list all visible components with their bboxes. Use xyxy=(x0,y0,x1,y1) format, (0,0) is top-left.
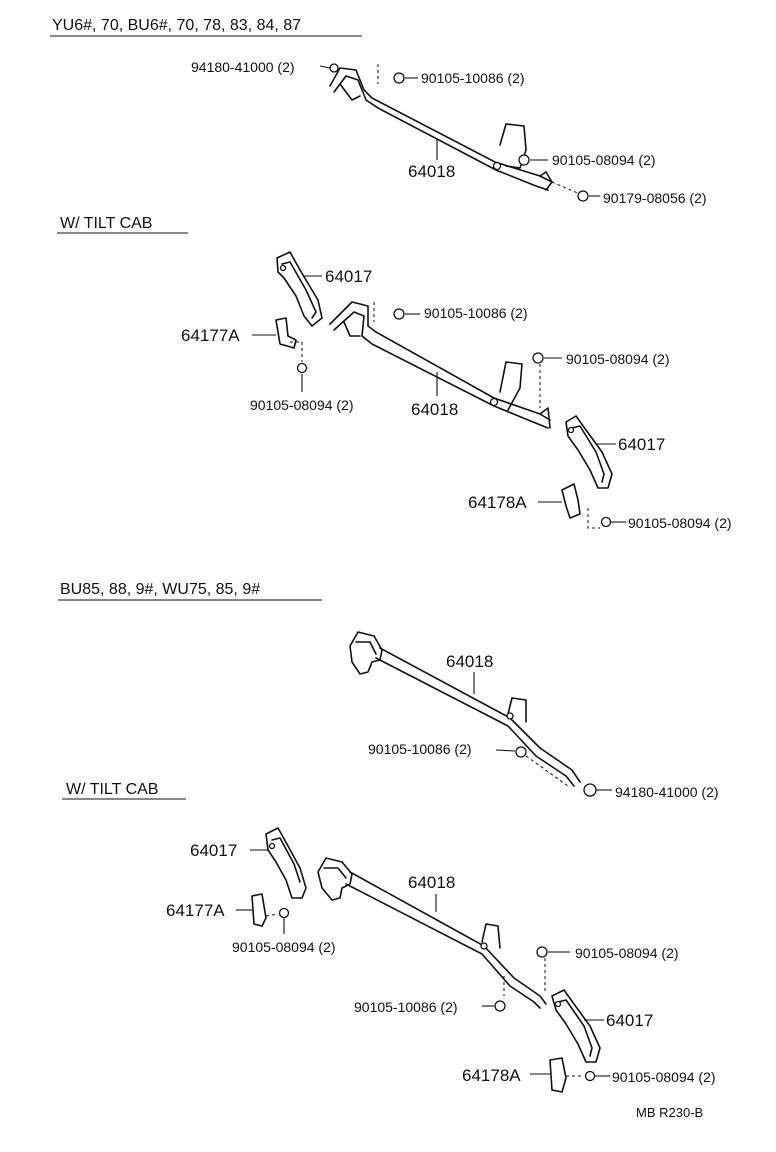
section-3-bolt-b-icon xyxy=(515,746,527,758)
section-3: BU85, 88, 9#, WU75, 85, 9# 64018 90105-1… xyxy=(58,581,719,800)
section-1-rod-label: 64018 xyxy=(408,162,455,181)
section-2-bolt-f-icon xyxy=(600,516,612,528)
section-4-plate-a-label: 64177A xyxy=(166,901,225,920)
section-2-rod-64018 xyxy=(329,301,551,429)
section-3-title: BU85, 88, 9#, WU75, 85, 9# xyxy=(60,581,260,598)
section-3-rod-64018 xyxy=(349,631,581,787)
section-4-bracket-upper-64017 xyxy=(265,827,307,899)
section-2-bolt-b-icon xyxy=(393,308,405,320)
section-2-rod-label: 64018 xyxy=(411,400,458,419)
section-4-title: W/ TILT CAB xyxy=(66,781,158,798)
section-4-bolt-c-icon xyxy=(278,907,290,919)
section-1-bolt-b-label: 90105-10086 (2) xyxy=(421,70,525,86)
section-2-bolt-e-icon xyxy=(532,352,544,364)
section-1-bolt-a-leader xyxy=(319,65,331,69)
section-1-bolt-b-icon xyxy=(393,72,405,84)
section-1-nut-d-label: 90179-08056 (2) xyxy=(603,190,707,206)
section-2-bolt-c-icon xyxy=(296,362,308,374)
section-1-bolt-c-icon xyxy=(518,154,530,166)
section-4-bolt-b-icon xyxy=(494,1000,506,1012)
section-4-bracket-upper-label: 64017 xyxy=(190,841,237,860)
section-3-rod-label: 64018 xyxy=(446,652,493,671)
section-2-plate-b-label: 64178A xyxy=(468,493,527,512)
section-4-plate-a-dash xyxy=(265,913,279,917)
section-2-bolt-e-label: 90105-08094 (2) xyxy=(566,351,670,367)
section-1: YU6#, 70, BU6#, 70, 78, 83, 84, 87 64018… xyxy=(50,17,707,206)
section-3-bolt-b-leader xyxy=(495,749,516,752)
section-3-bolt-b-label: 90105-10086 (2) xyxy=(368,741,472,757)
section-4-bolt-e-label: 90105-08094 (2) xyxy=(575,945,679,961)
section-1-title: YU6#, 70, BU6#, 70, 78, 83, 84, 87 xyxy=(52,17,301,34)
section-4-rod-label: 64018 xyxy=(408,873,455,892)
section-4: W/ TILT CAB 64017 64018 64177A 90105-080… xyxy=(62,781,716,1093)
footer-code: MB R230-B xyxy=(636,1105,703,1120)
section-2-plate-a-64177A xyxy=(275,317,297,349)
section-4-bolt-f-label: 90105-08094 (2) xyxy=(612,1069,716,1085)
section-2-bolt-b-label: 90105-10086 (2) xyxy=(424,305,528,321)
section-3-bolt-b-dash xyxy=(525,755,569,787)
section-2-plate-a-label: 64177A xyxy=(181,326,240,345)
section-4-bolt-f-icon xyxy=(584,1070,596,1082)
section-2-plate-b-dash xyxy=(587,508,600,529)
section-2-title: W/ TILT CAB xyxy=(60,215,152,232)
section-4-plate-b-64178A xyxy=(549,1057,567,1093)
section-1-nut-d-icon xyxy=(577,190,589,202)
section-2-bracket-lower-label: 64017 xyxy=(618,435,665,454)
section-4-bracket-lower-64017 xyxy=(551,989,601,1063)
section-3-nut-a-icon xyxy=(583,783,597,797)
section-2-plate-a-dash xyxy=(290,341,303,362)
section-4-plate-a-64177A xyxy=(251,893,267,927)
section-2-bolt-c-label: 90105-08094 (2) xyxy=(250,397,354,413)
section-1-rod-64018 xyxy=(329,67,553,191)
section-3-nut-a-label: 94180-41000 (2) xyxy=(615,784,719,800)
section-2-plate-b-64178A xyxy=(561,483,581,519)
section-4-bracket-lower-label: 64017 xyxy=(606,1011,653,1030)
section-2: W/ TILT CAB 64017 64018 90105-10086 (2) … xyxy=(57,215,732,531)
section-2-bracket-upper-64017 xyxy=(276,251,323,327)
section-1-bolt-a-icon xyxy=(329,63,339,73)
section-4-plate-b-label: 64178A xyxy=(462,1066,521,1085)
section-1-bolt-c-label: 90105-08094 (2) xyxy=(552,152,656,168)
section-4-rod-64018 xyxy=(317,857,547,1009)
section-4-bolt-b-label: 90105-10086 (2) xyxy=(354,999,458,1015)
section-2-bracket-upper-label: 64017 xyxy=(325,267,372,286)
section-2-bolt-f-label: 90105-08094 (2) xyxy=(628,515,732,531)
section-2-bracket-lower-64017 xyxy=(565,415,613,489)
section-4-bolt-c-label: 90105-08094 (2) xyxy=(232,939,336,955)
section-4-bolt-e-icon xyxy=(536,946,548,958)
section-1-nut-d-dash xyxy=(551,181,581,195)
section-1-bolt-a-label: 94180-41000 (2) xyxy=(191,59,295,75)
